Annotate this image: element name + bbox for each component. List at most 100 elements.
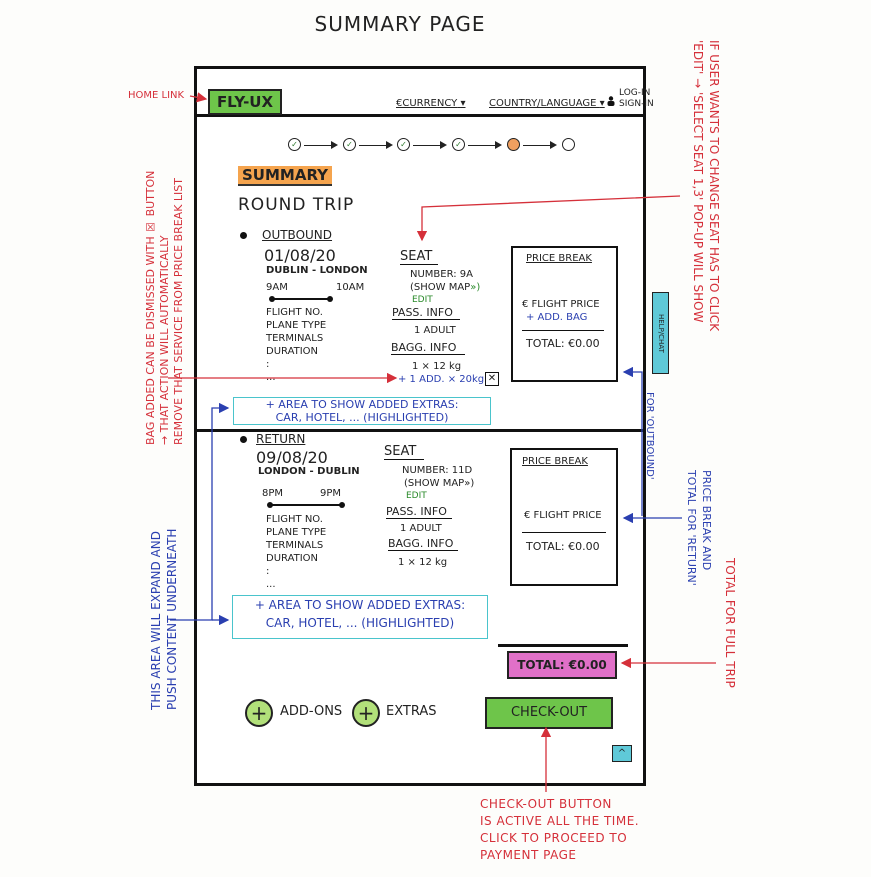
- annotation-for-outbound: FOR 'OUTBOUND': [644, 392, 655, 480]
- outbound-bagg-heading: BAGG. INFO: [391, 341, 465, 355]
- detail-terminals: TERMINALS: [266, 333, 324, 344]
- annotation-line: IS ACTIVE ALL THE TIME.: [480, 814, 640, 828]
- annotation-line: IF USER WANTS TO CHANGE SEAT HAS TO CLIC…: [707, 40, 721, 332]
- annotation-expand-area: THIS AREA WILL EXPAND AND PUSH CONTENT U…: [148, 480, 180, 710]
- chevron-down-icon: ▾: [599, 98, 605, 109]
- dismiss-bag-close-icon[interactable]: ✕: [485, 372, 499, 386]
- progress-arrow: [413, 141, 447, 149]
- return-date: 09/08/20: [256, 448, 328, 467]
- add-ons-button-label[interactable]: ADD-ONS: [280, 704, 343, 719]
- progress-step-3: ✓: [397, 138, 410, 151]
- return-price-break: [510, 448, 618, 586]
- annotation-edit-seat: IF USER WANTS TO CHANGE SEAT HAS TO CLIC…: [690, 40, 722, 400]
- return-arrive-time: 9PM: [320, 488, 342, 499]
- annotation-price-return: PRICE BREAK AND TOTAL FOR 'RETURN': [684, 470, 714, 600]
- help-chat-tab[interactable]: HELP/CHAT: [652, 292, 669, 374]
- detail-plane-type: PLANE TYPE: [266, 527, 327, 538]
- return-extras-area: + AREA TO SHOW ADDED EXTRAS: CAR, HOTEL,…: [232, 595, 488, 639]
- return-edit-seat-link[interactable]: EDIT: [406, 491, 427, 501]
- outbound-heading: OUTBOUND: [262, 228, 333, 242]
- detail-plane-type: PLANE TYPE: [266, 320, 327, 331]
- progress-arrow: [523, 141, 557, 149]
- return-heading: RETURN: [256, 432, 306, 446]
- outbound-total: TOTAL: €0.00: [526, 337, 600, 350]
- outbound-price-break: [511, 246, 618, 382]
- annotation-home-link: HOME LINK: [128, 90, 185, 101]
- progress-step-4: ✓: [452, 138, 465, 151]
- scroll-up-chevron-icon[interactable]: ^: [612, 745, 632, 762]
- outbound-add-bag-price: + ADD. BAG: [526, 312, 588, 323]
- add-ons-plus-icon[interactable]: +: [245, 699, 273, 727]
- summary-heading: SUMMARY: [238, 166, 333, 186]
- return-flight-price: € FLIGHT PRICE: [524, 510, 602, 521]
- return-bagg-heading: BAGG. INFO: [388, 537, 458, 551]
- outbound-details: FLIGHT NO. PLANE TYPE TERMINALS DURATION…: [266, 306, 326, 384]
- outbound-extras-area: + AREA TO SHOW ADDED EXTRAS: CAR, HOTEL,…: [233, 397, 491, 425]
- outbound-flight-price: € FLIGHT PRICE: [522, 299, 600, 310]
- annotation-line: PUSH CONTENT UNDERNEATH: [165, 528, 179, 710]
- double-chevron-icon: »): [470, 282, 481, 293]
- show-map-label: (SHOW MAP: [404, 478, 465, 489]
- home-logo-link[interactable]: FLY-UX: [208, 89, 282, 115]
- outbound-route: DUBLIN - LONDON: [266, 265, 368, 276]
- annotation-line: BAG ADDED CAN BE DISMISSED WITH ☒ BUTTON: [144, 170, 157, 445]
- outbound-added-bag: + 1 ADD. × 20kg: [398, 374, 485, 385]
- return-price-title: PRICE BREAK: [522, 456, 588, 467]
- progress-step-1: ✓: [288, 138, 301, 151]
- return-bagg-value: 1 × 12 kg: [398, 557, 448, 568]
- total-divider: [498, 644, 628, 647]
- outbound-pass-heading: PASS. INFO: [392, 306, 460, 320]
- detail-more: :: [266, 359, 270, 370]
- annotation-line: → THAT ACTION WILL AUTOMATICALLY: [158, 235, 171, 445]
- login-link[interactable]: LOG-IN: [619, 88, 651, 98]
- outbound-bagg-value: 1 × 12 kg: [412, 361, 462, 372]
- extras-line-1: + AREA TO SHOW ADDED EXTRAS:: [254, 598, 466, 612]
- extras-button-label[interactable]: EXTRAS: [386, 704, 437, 719]
- progress-arrow: [468, 141, 502, 149]
- detail-more: ...: [266, 579, 276, 590]
- return-seat-heading: SEAT: [384, 444, 424, 460]
- outbound-arrive-time: 10AM: [336, 282, 365, 293]
- extras-line-1: + AREA TO SHOW ADDED EXTRAS:: [265, 398, 459, 411]
- grand-total: TOTAL: €0.00: [507, 651, 617, 679]
- outbound-edit-seat-link[interactable]: EDIT: [412, 295, 433, 305]
- extras-line-2: CAR, HOTEL, ... (HIGHLIGHTED): [265, 616, 455, 630]
- checkout-button[interactable]: CHECK-OUT: [485, 697, 613, 729]
- return-pass-value: 1 ADULT: [400, 523, 442, 534]
- page-title: SUMMARY PAGE: [314, 12, 486, 36]
- price-divider: [522, 532, 606, 533]
- outbound-date: 01/08/20: [264, 246, 336, 265]
- outbound-seat-number: NUMBER: 9A: [410, 269, 473, 280]
- bullet-icon: [240, 436, 247, 443]
- return-show-map-link[interactable]: (SHOW MAP»): [404, 477, 474, 490]
- detail-more: :: [266, 566, 270, 577]
- annotation-total-full: TOTAL FOR FULL TRIP: [723, 558, 737, 688]
- annotation-line: THIS AREA WILL EXPAND AND: [149, 530, 163, 710]
- return-seat-number: NUMBER: 11D: [402, 465, 473, 476]
- return-total: TOTAL: €0.00: [526, 540, 600, 553]
- detail-terminals: TERMINALS: [266, 540, 324, 551]
- outbound-pass-value: 1 ADULT: [414, 325, 456, 336]
- outbound-timeline: [269, 296, 333, 302]
- outbound-depart-time: 9AM: [266, 282, 288, 293]
- outbound-show-map-link[interactable]: (SHOW MAP»): [410, 281, 480, 294]
- extras-line-2: CAR, HOTEL, ... (HIGHLIGHTED): [275, 411, 449, 424]
- signin-link[interactable]: SIGN-IN: [619, 99, 654, 109]
- currency-label: €CURRENCY: [396, 98, 458, 109]
- show-map-label: (SHOW MAP: [410, 282, 471, 293]
- annotation-line: CHECK-OUT BUTTON: [480, 797, 612, 811]
- country-language-dropdown[interactable]: COUNTRY/LANGUAGE ▾: [489, 98, 605, 109]
- price-divider: [522, 330, 604, 331]
- auth-links: LOG-IN SIGN-IN: [619, 88, 654, 110]
- annotation-line: CLICK TO PROCEED TO: [480, 831, 628, 845]
- detail-flight-no: FLIGHT NO.: [266, 307, 323, 318]
- return-timeline: [267, 502, 345, 508]
- currency-dropdown[interactable]: €CURRENCY ▾: [396, 98, 466, 109]
- detail-more: ...: [266, 372, 276, 383]
- detail-flight-no: FLIGHT NO.: [266, 514, 323, 525]
- progress-arrow: [304, 141, 338, 149]
- extras-plus-icon[interactable]: +: [352, 699, 380, 727]
- return-route: LONDON - DUBLIN: [258, 466, 360, 477]
- chevron-down-icon: ▾: [460, 98, 466, 109]
- double-chevron-icon: »): [464, 478, 475, 489]
